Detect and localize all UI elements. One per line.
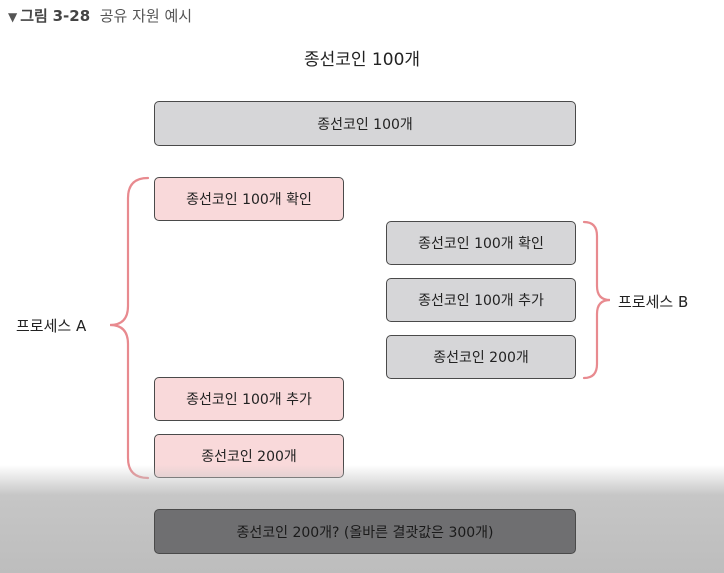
process-a-step-label: 종선코인 100개 추가 xyxy=(186,392,312,408)
process-b-step-label: 종선코인 100개 추가 xyxy=(418,293,544,309)
process-a-step-check: 종선코인 100개 확인 xyxy=(154,177,344,221)
triangle-down-icon: ▼ xyxy=(8,10,18,24)
process-b-label: 프로세스 B xyxy=(618,293,689,311)
process-b-step-add: 종선코인 100개 추가 xyxy=(386,278,576,322)
process-a-label: 프로세스 A xyxy=(16,317,87,335)
final-result-label: 종선코인 200개? (올바른 결괏값은 300개) xyxy=(236,524,494,541)
shared-resource-box: 종선코인 100개 xyxy=(154,101,576,146)
figure-prefix: 그림 xyxy=(20,7,48,25)
final-result-box: 종선코인 200개? (올바른 결괏값은 300개) xyxy=(154,509,576,554)
process-b-step-check: 종선코인 100개 확인 xyxy=(386,221,576,265)
figure-caption: ▼그림 3-28 공유 자원 예시 xyxy=(8,5,192,26)
figure-number: 3-28 xyxy=(52,7,91,25)
figure-title: 공유 자원 예시 xyxy=(99,7,193,25)
process-b-brace xyxy=(582,220,611,380)
process-a-step-label: 종선코인 200개 xyxy=(201,449,297,465)
process-a-step-label: 종선코인 100개 확인 xyxy=(186,192,312,208)
process-a-step-add: 종선코인 100개 추가 xyxy=(154,377,344,421)
process-b-step-result: 종선코인 200개 xyxy=(386,335,576,379)
process-b-step-label: 종선코인 200개 xyxy=(433,350,529,366)
shared-resource-label: 종선코인 100개 xyxy=(317,116,413,133)
process-b-step-label: 종선코인 100개 확인 xyxy=(418,236,544,252)
process-a-brace xyxy=(109,176,150,480)
initial-value-heading: 종선코인 100개 xyxy=(303,50,421,70)
